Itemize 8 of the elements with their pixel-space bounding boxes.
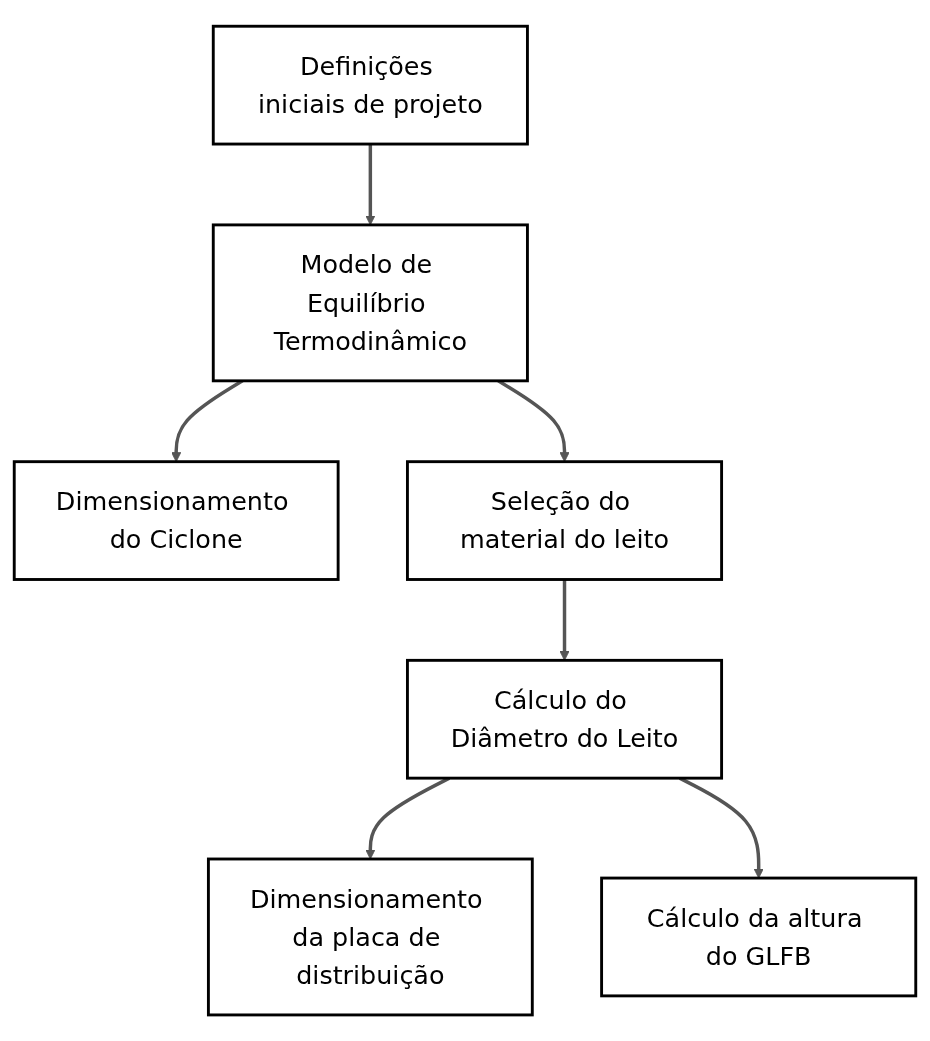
node-box: Seleção do material do leito [406, 460, 724, 581]
arrow [559, 579, 570, 661]
node-box: Cálculo da altura do GLFB [600, 876, 918, 998]
node-box: Dimensionamento do Ciclone [12, 460, 340, 581]
node-box: Modelo de Equilíbrio Termodinâmico [211, 223, 529, 383]
node-box: Definições iniciais de projeto [211, 24, 529, 146]
node-box: Dimensionamento da placa de distribuição [206, 857, 534, 1017]
node-box: Cálculo do Diâmetro do Leito [406, 658, 724, 780]
